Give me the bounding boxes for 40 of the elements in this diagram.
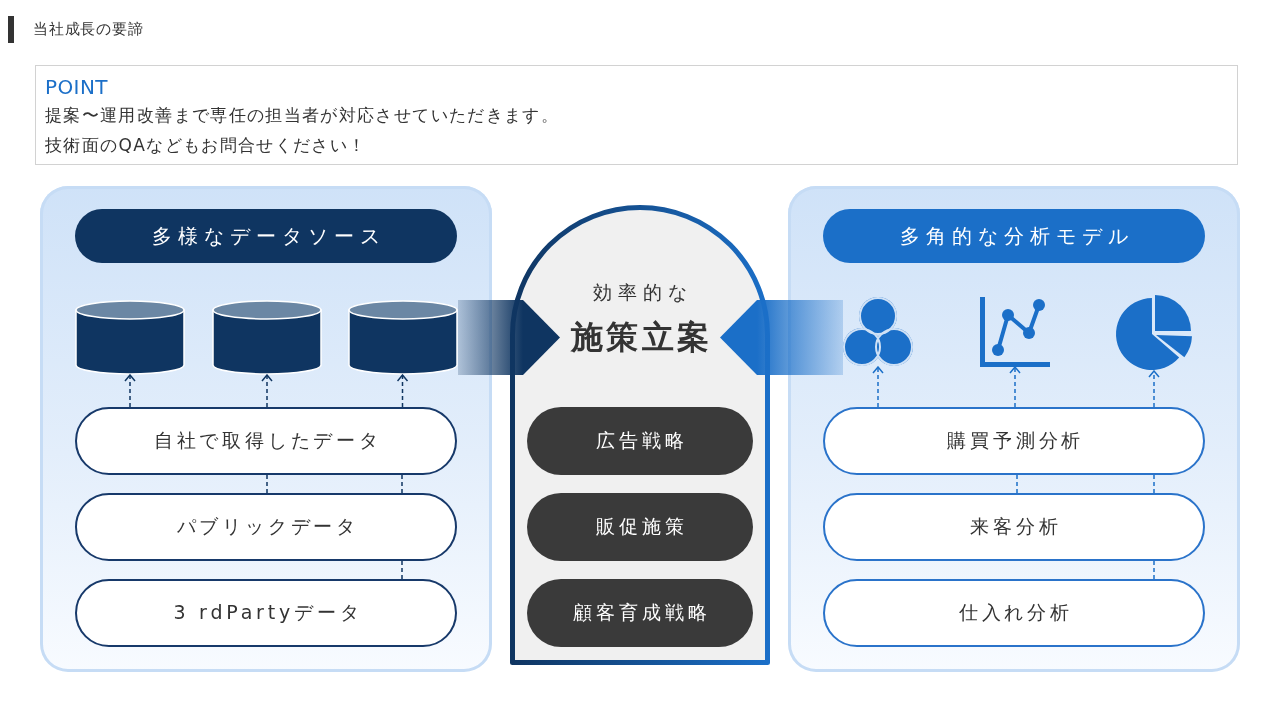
dashed-line (1016, 474, 1018, 494)
database-cylinder (75, 300, 185, 375)
source-item: 自社で取得したデータ (75, 407, 457, 475)
dashed-line (266, 474, 268, 494)
measure-item: 広告戦略 (527, 407, 753, 475)
line-chart-icon (980, 297, 1050, 367)
page-title: 当社成長の要諦 (33, 19, 144, 40)
point-heading: POINT (45, 74, 108, 100)
dashed-arrow (396, 374, 409, 408)
measure-item: 顧客育成戦略 (527, 579, 753, 647)
venn-diagram-icon (843, 297, 913, 367)
dashed-arrow (1009, 366, 1021, 408)
point-text: 提案〜運用改善まで専任の担当者が対応させていただきます。 (45, 104, 560, 127)
dashed-line (1153, 560, 1155, 580)
database-cylinder (348, 300, 458, 375)
pie-chart-icon (1115, 295, 1193, 371)
dashed-arrow (872, 366, 884, 408)
dashed-line (1153, 474, 1155, 494)
arch-subheading: 効率的な (592, 280, 693, 305)
point-box (35, 65, 1238, 165)
dashed-line (401, 560, 403, 580)
source-item: パブリックデータ (75, 493, 457, 561)
database-cylinder (212, 300, 322, 375)
source-item: 3 rdPartyデータ (75, 579, 457, 647)
panel (788, 186, 1240, 672)
analysis-item: 来客分析 (823, 493, 1205, 561)
block-arrow (720, 300, 843, 375)
panel (40, 186, 492, 672)
analysis-item: 仕入れ分析 (823, 579, 1205, 647)
analysis-item: 購買予測分析 (823, 407, 1205, 475)
point-text: 技術面のQAなどもお問合せください！ (45, 134, 367, 157)
dashed-arrow (124, 374, 136, 408)
arch-heading: 施策立案 (569, 317, 712, 358)
panel-heading: 多角的な分析モデル (823, 209, 1205, 263)
dashed-arrow (1148, 370, 1160, 408)
measure-item: 販促施策 (527, 493, 753, 561)
panel-heading: 多様なデータソース (75, 209, 457, 263)
dashed-line (401, 474, 403, 494)
block-arrow (458, 300, 560, 375)
dashed-arrow (261, 374, 273, 408)
